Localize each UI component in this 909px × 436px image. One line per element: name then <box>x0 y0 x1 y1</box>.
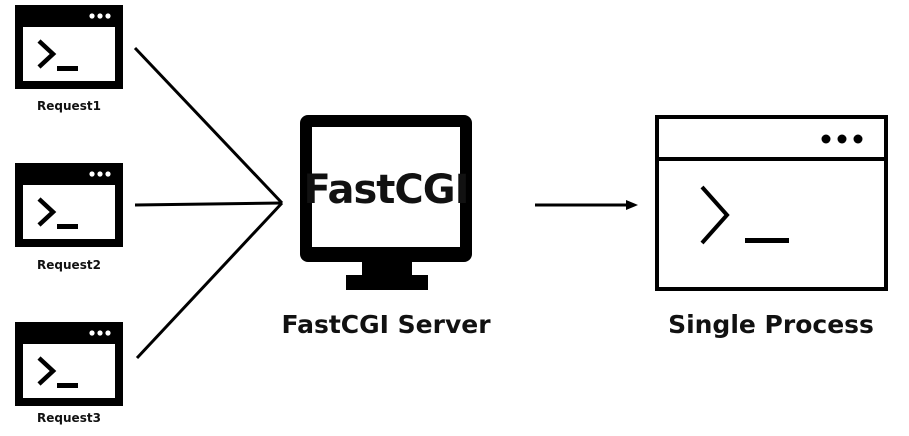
server-screen-text: FastCGI <box>303 167 470 213</box>
request2-label: Request2 <box>37 258 101 272</box>
request1-connector <box>133 46 284 205</box>
request1-terminal-icon <box>15 5 123 89</box>
request3-terminal-icon <box>15 322 123 406</box>
request3-label: Request3 <box>37 411 101 425</box>
process-label: Single Process <box>668 310 874 339</box>
arrow-to-process <box>535 200 638 210</box>
request2-connector <box>134 201 283 207</box>
request1-label: Request1 <box>37 99 101 113</box>
request2-terminal-icon <box>15 163 123 247</box>
process-terminal-icon <box>655 115 888 291</box>
server-label: FastCGI Server <box>281 310 491 339</box>
server-monitor-icon <box>300 115 472 290</box>
request3-connector <box>135 201 284 360</box>
